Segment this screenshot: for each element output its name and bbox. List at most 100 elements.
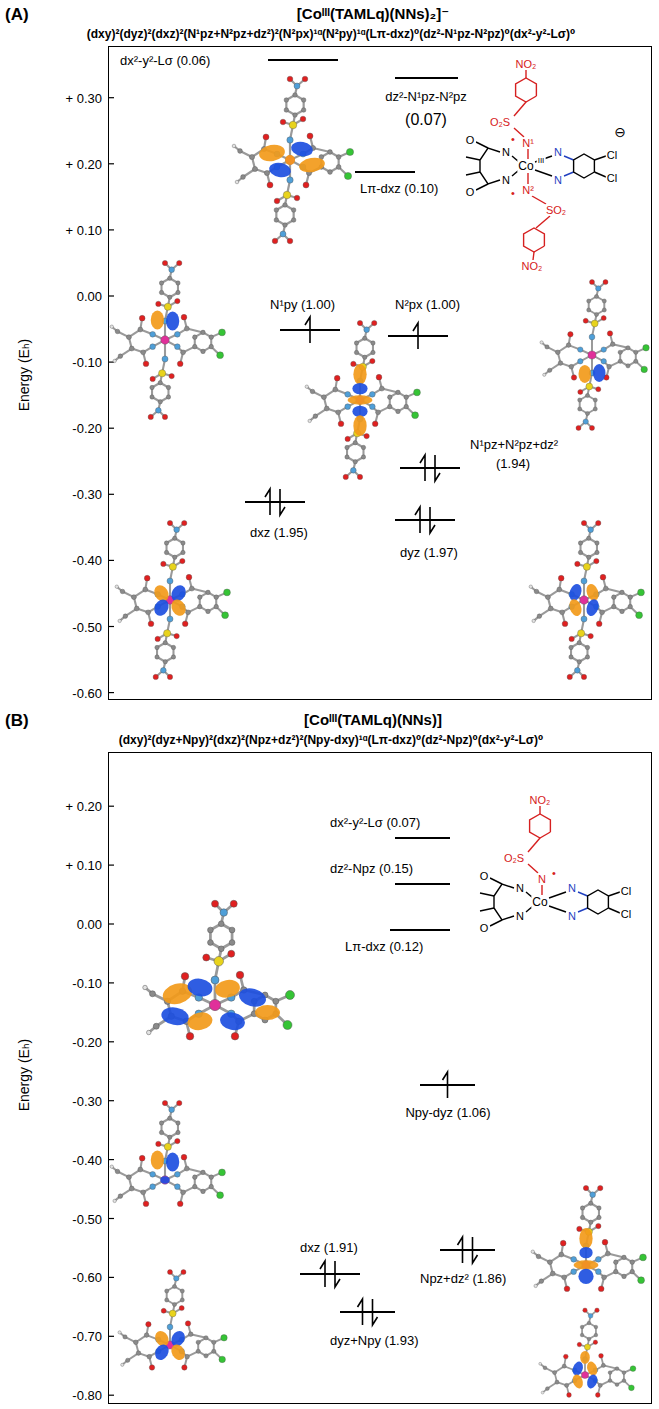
atom-ball <box>594 294 598 298</box>
atom-ball <box>231 1033 239 1041</box>
atom-ball <box>219 329 226 336</box>
atom-ball <box>167 616 173 622</box>
orbital-label: dz²-N¹pz-N²pz <box>385 90 467 103</box>
atom-ball <box>584 1344 590 1350</box>
atom-ball <box>308 419 311 422</box>
axis-tick-label: 0.00 <box>77 918 102 931</box>
atom-ball <box>177 1100 182 1105</box>
spin-down-arrow <box>473 1237 478 1263</box>
atom-ball <box>180 558 185 563</box>
atom-ball <box>121 1363 124 1366</box>
atom-ball <box>558 361 563 366</box>
atom-ball <box>287 137 293 143</box>
atom-ball <box>232 144 236 148</box>
complex-formula: [Coᴵᴵᴵ(TAMLq)(NNs)₂]⁻ <box>297 6 449 21</box>
orbital-lobe <box>169 597 189 618</box>
structure-atom-label: Co <box>531 896 548 908</box>
orbital-label: N¹py (1.00) <box>270 298 335 311</box>
orbital-lobe <box>255 1005 280 1020</box>
energy-level <box>390 929 450 931</box>
atom-ball <box>180 1298 184 1302</box>
energy-levels <box>245 60 495 1325</box>
atom-ball <box>197 595 202 600</box>
atom-ball <box>634 359 638 363</box>
bond <box>549 892 566 898</box>
atom-ball <box>596 1223 601 1228</box>
atom-ball <box>596 1256 602 1262</box>
orbital-lobe <box>151 1151 164 1170</box>
energy-level <box>395 837 450 839</box>
atom-ball <box>162 260 167 265</box>
molecule-render <box>531 1185 646 1291</box>
atom-ball <box>548 606 553 611</box>
atom-ball <box>345 445 349 449</box>
atom-ball <box>201 349 206 354</box>
atom-ball <box>540 341 543 344</box>
atom-ball <box>603 280 608 285</box>
atom-ball <box>343 474 348 479</box>
atom-ball <box>387 404 392 409</box>
atom-ball <box>136 1351 141 1356</box>
atom-ball <box>321 395 326 400</box>
atom-ball <box>613 1260 618 1265</box>
atom-ball <box>600 574 606 580</box>
atom-ball <box>156 1141 161 1146</box>
atom-ball <box>236 971 244 979</box>
atom-ball <box>173 555 177 559</box>
atom-ball <box>562 1275 567 1280</box>
atom-ball <box>286 156 295 165</box>
atom-ball <box>371 350 375 354</box>
atom-ball <box>164 541 168 545</box>
atom-ball <box>181 1190 186 1195</box>
atom-ball <box>583 563 590 570</box>
atom-ball <box>169 1310 176 1317</box>
atom-ball <box>545 1387 549 1391</box>
atom-ball <box>581 616 587 622</box>
atom-ball <box>174 1276 179 1281</box>
atom-ball <box>603 586 608 591</box>
atom-ball <box>204 1336 208 1340</box>
bond <box>524 228 545 252</box>
atom-ball <box>581 578 587 584</box>
bond <box>608 908 620 913</box>
atom-ball <box>588 1313 593 1318</box>
atom-ball <box>181 541 185 545</box>
atom-ball <box>209 335 214 340</box>
atom-ball <box>305 385 308 388</box>
orbital-lobe <box>353 415 366 436</box>
atom-ball <box>564 1286 570 1292</box>
axis-tick-label: -0.20 <box>72 1035 102 1048</box>
atom-ball <box>185 1354 190 1359</box>
atom-ball <box>148 414 153 419</box>
bond <box>533 252 534 260</box>
atom-ball <box>274 208 279 213</box>
atom-ball <box>167 674 172 679</box>
structure-inset <box>480 806 620 926</box>
atom-ball <box>567 1393 572 1398</box>
atom-ball <box>620 609 625 614</box>
atom-ball <box>113 359 116 362</box>
atom-ball <box>147 1354 152 1359</box>
molecule-render <box>539 1308 636 1397</box>
atom-ball <box>591 320 598 327</box>
atom-ball <box>165 1298 169 1302</box>
atom-ball <box>168 276 172 280</box>
molecule-render <box>232 76 353 244</box>
atom-ball <box>131 595 136 600</box>
atom-ball <box>300 116 306 122</box>
orbital-lobe <box>584 598 601 618</box>
atom-ball <box>291 208 296 213</box>
atom-ball <box>608 1379 612 1383</box>
orbital-lobe <box>348 395 373 405</box>
molecule-render <box>118 1270 227 1371</box>
panel-letter: (B) <box>5 712 29 729</box>
atom-ball <box>184 326 189 331</box>
atom-ball <box>214 595 219 600</box>
bond <box>608 892 620 896</box>
atom-ball <box>583 419 588 424</box>
bond <box>514 102 526 116</box>
atom-ball <box>587 308 591 312</box>
atom-ball <box>602 299 606 303</box>
atom-ball <box>351 467 357 473</box>
bond <box>539 806 540 814</box>
